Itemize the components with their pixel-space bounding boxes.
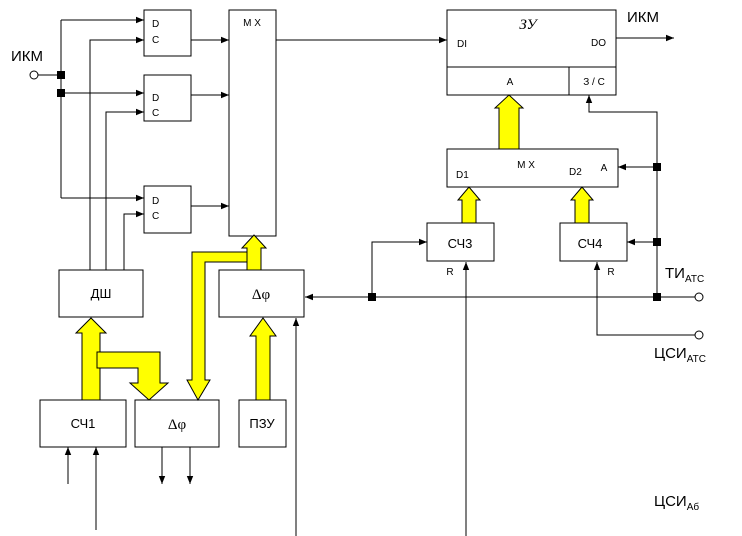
zu-di-label: DI — [457, 39, 467, 50]
pzu-block: ПЗУ — [238, 399, 287, 448]
zu-title: ЗУ — [519, 17, 538, 33]
junction-dot — [368, 293, 376, 301]
dc2-c-label: C — [152, 108, 159, 119]
signal-tssi-ats-label: ЦСИАТС — [654, 345, 706, 365]
bus-mx-to-zu-a — [493, 94, 525, 150]
junction-dot — [653, 293, 661, 301]
sch3-block: СЧ3 R — [426, 222, 495, 278]
dphi-lower-block: Δφ — [134, 399, 220, 448]
dc1-c-label: C — [152, 35, 159, 46]
mx-right-block: M X D1 D2 A — [446, 148, 619, 188]
dc1-d-label: D — [152, 19, 159, 30]
pzu-label: ПЗУ — [249, 416, 275, 431]
dphi-upper-label: Δφ — [252, 287, 271, 303]
dsh-label: ДШ — [91, 286, 112, 301]
bus-sch1-to-dphi-lower — [96, 351, 170, 401]
sch1-block: СЧ1 — [39, 399, 127, 448]
zu-a-label: A — [507, 77, 514, 88]
mx-right-d1-label: D1 — [456, 170, 469, 181]
bus-pzu-to-dphi-upper — [249, 317, 277, 401]
junction-dot — [57, 71, 65, 79]
sch4-label: СЧ4 — [578, 236, 603, 251]
terminal-ikm-in — [29, 70, 39, 80]
dc-block-1: D C — [143, 9, 192, 57]
wire-dsh-to-dc1-c — [89, 36, 144, 270]
sch1-label: СЧ1 — [71, 416, 96, 431]
dc-block-2: D C — [143, 74, 192, 122]
mx-right-a-label: A — [601, 163, 608, 174]
dc3-d-label: D — [152, 196, 159, 207]
dsh-block: ДШ — [58, 269, 144, 318]
terminal-tssi-ats — [694, 330, 704, 340]
bus-sch4-to-mx-d2 — [569, 186, 595, 224]
sch4-block: СЧ4 R — [559, 222, 628, 278]
bus-dphi-upper-to-mx — [240, 234, 268, 271]
junction-dot — [653, 163, 661, 171]
sch3-label: СЧ3 — [448, 236, 473, 251]
bus-sch3-to-mx-d1 — [456, 186, 482, 224]
mx-left-label: M X — [243, 18, 261, 29]
mx-left-block: M X — [228, 9, 277, 237]
sch4-r-label: R — [607, 267, 614, 278]
wire-dsh-to-dc2-c — [105, 108, 144, 270]
wire-tssi-ats-to-sch4-r — [593, 262, 697, 336]
data-buses — [74, 94, 595, 402]
wires — [38, 16, 697, 536]
junctions — [57, 71, 661, 301]
dc2-d-label: D — [152, 93, 159, 104]
wire-to-zu-zs — [585, 95, 658, 297]
wire-dsh-to-dc3-c — [123, 210, 144, 270]
junction-dot — [653, 238, 661, 246]
signal-ikm-out-label: ИКМ — [627, 9, 659, 26]
signal-tssi-ab-label: ЦСИАб — [654, 493, 699, 513]
zu-zs-label: З / С — [583, 77, 605, 88]
wire-ti-to-sch3 — [371, 238, 427, 297]
sch3-r-label: R — [446, 267, 453, 278]
bus-sch1-to-dsh — [74, 317, 108, 401]
dphi-lower-label: Δφ — [168, 417, 187, 433]
signal-ti-label: ТИАТС — [665, 265, 704, 285]
signal-ikm-in-label: ИКМ — [11, 48, 43, 65]
junction-dot — [57, 89, 65, 97]
zu-do-label: DO — [591, 38, 606, 49]
terminal-ti — [694, 292, 704, 302]
bus-dphi-upper-to-dphi-lower — [186, 251, 248, 402]
mx-right-d2-label: D2 — [569, 167, 582, 178]
zu-block: ЗУ DI DO A З / С — [446, 9, 617, 96]
dc-block-3: D C — [143, 185, 192, 234]
dphi-upper-block: Δφ — [218, 269, 305, 318]
mx-right-label: M X — [517, 160, 535, 171]
dc3-c-label: C — [152, 211, 159, 222]
